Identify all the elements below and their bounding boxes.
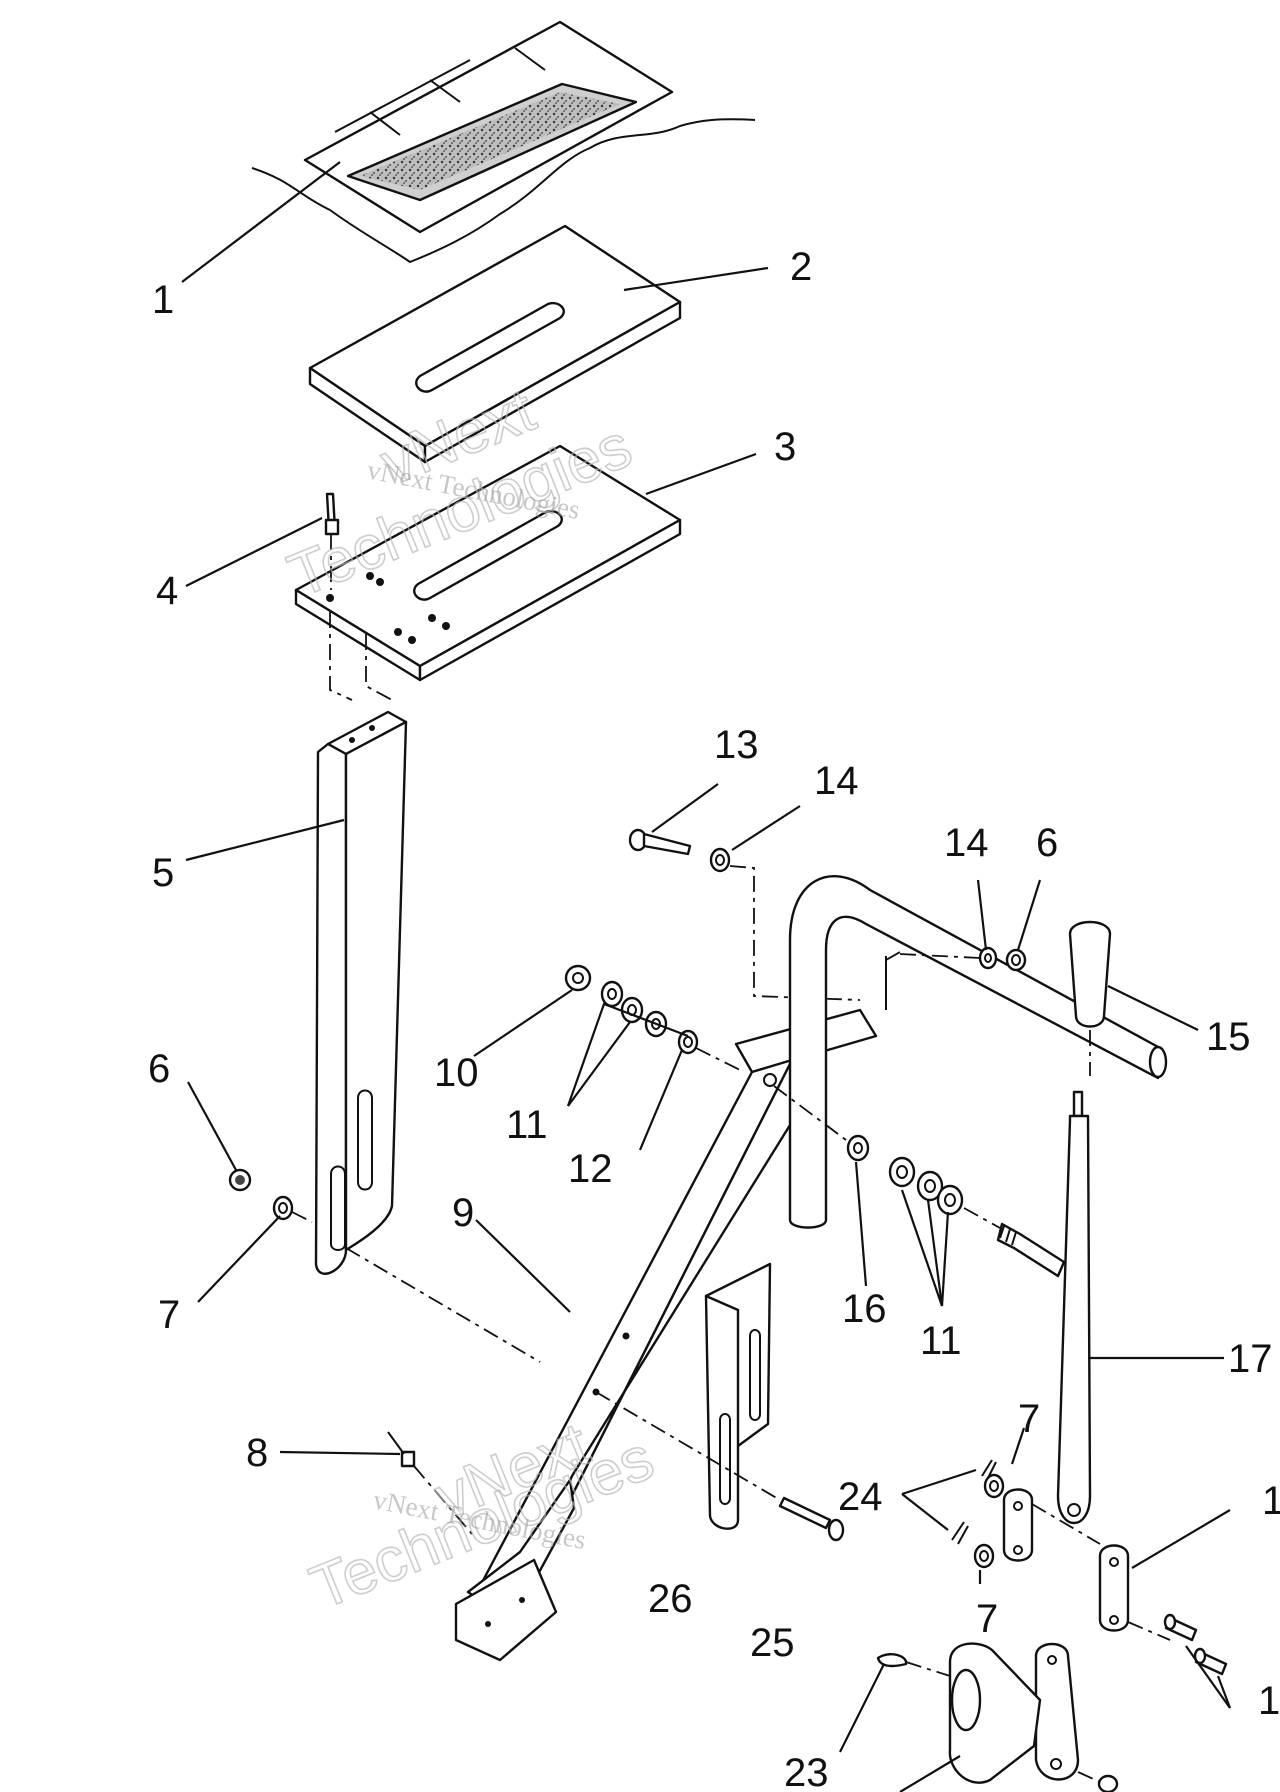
- callout-11-upper: 11: [506, 1103, 548, 1147]
- part-26-bracket: [704, 1262, 772, 1530]
- callout-3: 3: [774, 425, 796, 469]
- callout-15: 15: [1206, 1015, 1251, 1059]
- callout-6-left: 6: [148, 1047, 170, 1091]
- callout-10: 10: [434, 1051, 479, 1095]
- part-14-washer-right: [978, 946, 998, 970]
- part-10-nut: [564, 964, 592, 992]
- callout-4: 4: [156, 569, 178, 613]
- part-14-washer-upper: [709, 847, 731, 873]
- callout-14-upper: 14: [814, 759, 859, 803]
- part-17-rod: [1056, 1090, 1092, 1524]
- callout-17: 17: [1228, 1337, 1273, 1381]
- callout-7-upper-right: 7: [1018, 1397, 1040, 1441]
- callout-19-partial: 1: [1258, 1679, 1280, 1723]
- callout-9: 9: [452, 1191, 474, 1235]
- callout-11-right: 11: [920, 1319, 962, 1363]
- part-18-link-plates: [1002, 1488, 1130, 1632]
- part-12-washer: [677, 1029, 699, 1055]
- part-2-top-plate: [308, 224, 682, 464]
- part-8-pin: [387, 1431, 473, 1535]
- callout-25: 25: [750, 1621, 795, 1665]
- part-25-bolt: [595, 1391, 845, 1542]
- part-11-washers-right: [888, 1156, 964, 1216]
- callout-labels: 1 2 3 4 5 6 6 7 7 7 8 9 10 11 11 12 13 1…: [148, 245, 1280, 1792]
- callout-2: 2: [790, 245, 812, 289]
- part-24-cotter-pins: [951, 1459, 997, 1545]
- part-23-clip: [876, 1653, 908, 1668]
- callout-13: 13: [714, 723, 759, 767]
- callout-1: 1: [152, 278, 174, 322]
- part-6-nut-right: [1005, 948, 1027, 972]
- callout-7-left: 7: [158, 1293, 180, 1337]
- callout-12: 12: [568, 1147, 613, 1191]
- part-13-bolt: [628, 828, 692, 856]
- part-16-washer: [846, 1134, 870, 1162]
- part-19-pins: [1163, 1613, 1228, 1676]
- callout-18-partial: 1: [1262, 1479, 1280, 1523]
- handle-frame-tube: [788, 875, 1168, 1229]
- callout-8: 8: [246, 1431, 268, 1475]
- part-7-washer-left: [272, 1195, 294, 1221]
- callout-5: 5: [152, 851, 174, 895]
- part-7-washers-lower: [973, 1473, 1005, 1569]
- callout-14-right: 14: [944, 821, 989, 865]
- part-4-screw: [324, 492, 340, 590]
- part-1-floor-mat: [251, 20, 756, 264]
- threaded-stud: [996, 1222, 1066, 1278]
- lower-lever-arm: [905, 1642, 1119, 1792]
- callout-16: 16: [842, 1287, 887, 1331]
- callout-7-lower-right: 7: [976, 1597, 998, 1641]
- part-11-washers-upper: [600, 980, 668, 1038]
- part-5-support-arm: [314, 710, 408, 1275]
- callout-24: 24: [838, 1475, 883, 1519]
- part-3-bracket-plate: [294, 444, 682, 682]
- leader-lines: [181, 161, 1232, 1792]
- callout-6-right: 6: [1036, 821, 1058, 865]
- callout-26: 26: [648, 1577, 693, 1621]
- part-6-nut-left: [228, 1168, 252, 1192]
- callout-23: 23: [784, 1751, 829, 1792]
- part-15-knob: [1068, 920, 1112, 1076]
